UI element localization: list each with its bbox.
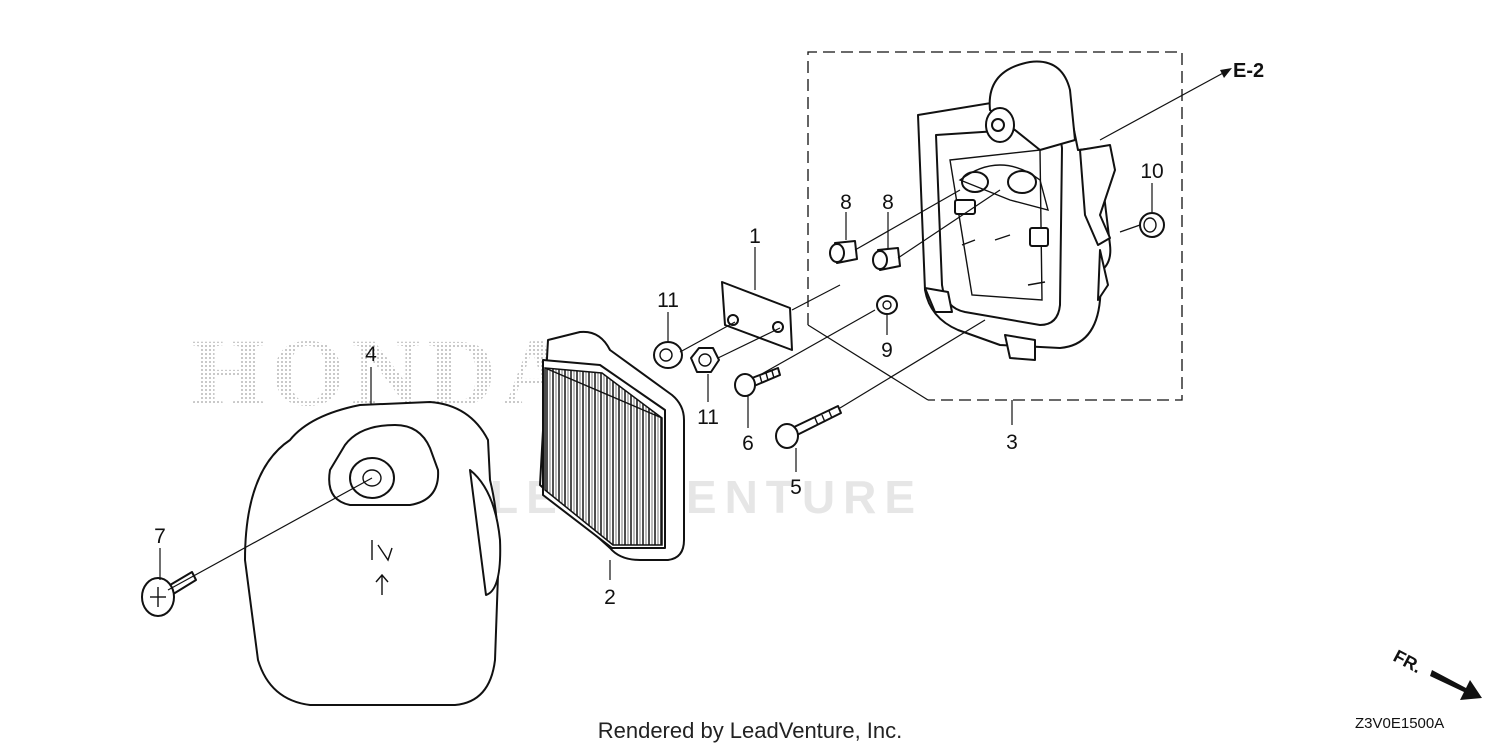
label-part-2: 2: [604, 586, 616, 609]
arrow-icon: [1430, 670, 1482, 700]
hardware-collars: [141, 212, 1165, 617]
label-part-8-right: 8: [882, 191, 894, 214]
label-part-11-upper: 11: [657, 289, 679, 312]
bolt-6: [734, 367, 781, 397]
diagram-code: Z3V0E1500A: [1355, 715, 1444, 732]
air-cleaner-case: [917, 60, 1116, 361]
label-part-4: 4: [365, 343, 377, 366]
front-direction-marker: FR.: [1390, 646, 1482, 700]
label-part-10: 10: [1140, 160, 1163, 183]
filter-element: [539, 330, 685, 561]
screw-7: [141, 571, 197, 617]
label-part-1: 1: [749, 225, 761, 248]
svg-text:FR.: FR.: [1390, 646, 1425, 677]
gasket-plate: [721, 281, 793, 351]
assembly-boundary: [807, 51, 1183, 401]
label-part-9: 9: [881, 339, 893, 362]
label-part-11-lower: 11: [697, 406, 719, 429]
label-part-7: 7: [154, 525, 166, 548]
air-cleaner-cover: [244, 401, 502, 706]
label-part-8-left: 8: [840, 191, 852, 214]
rendered-by-credit: Rendered by LeadVenture, Inc.: [598, 718, 903, 743]
leader-lines: [159, 68, 1232, 591]
label-part-5: 5: [790, 476, 802, 499]
label-part-3: 3: [1006, 431, 1018, 454]
label-part-6: 6: [742, 432, 754, 455]
bolt-5: [775, 405, 842, 449]
reference-e2: E-2: [1233, 60, 1264, 82]
